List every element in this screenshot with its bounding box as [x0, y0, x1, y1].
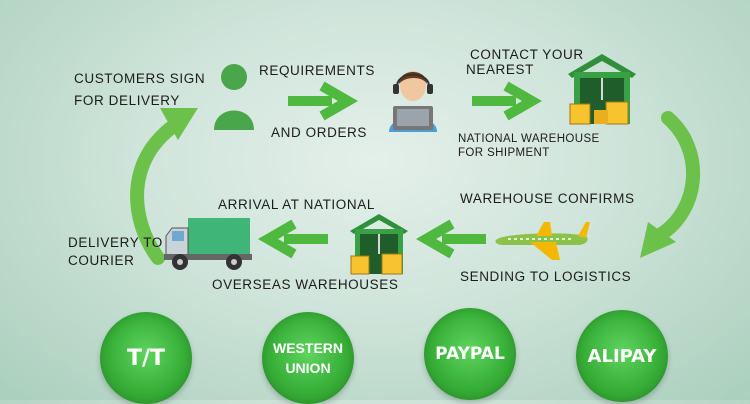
arrival-label: ARRIVAL AT NATIONAL [218, 197, 375, 212]
warehouse-icon [568, 54, 636, 125]
national-warehouse-line1: NATIONAL WAREHOUSE [458, 133, 600, 145]
contact-label: CONTACT YOUR NEAREST [466, 46, 584, 79]
delivery-line1: DELIVERY TO [68, 235, 163, 250]
curved-arrow-up-head [160, 108, 198, 140]
sending-to-logistics-label: SENDING TO LOGISTICS [460, 269, 632, 284]
payment-western-union-badge: WESTERN UNION [262, 312, 354, 404]
customers-sign-label: CUSTOMERS SIGN FOR DELIVERY [74, 70, 205, 110]
payment-western-label: WESTERN [273, 340, 343, 356]
overseas-label: OVERSEAS WAREHOUSES [212, 277, 399, 292]
user-icon [214, 64, 254, 130]
payment-alipay-badge: ALIPAY [576, 310, 668, 402]
payment-paypal-label: PAYPAL [435, 344, 505, 364]
customers-sign-line1: CUSTOMERS SIGN [74, 71, 206, 86]
and-orders-label: AND ORDERS [271, 125, 368, 140]
payment-tt-label: T/T [126, 345, 166, 371]
arrow-left-icon [257, 219, 328, 259]
delivery-label: DELIVERY TO COURIER [68, 234, 163, 270]
national-warehouse-line2: FOR SHIPMENT [458, 147, 550, 159]
truck-icon [164, 218, 252, 270]
curved-arrow-down [653, 111, 701, 242]
requirements-label: REQUIREMENTS [259, 63, 375, 78]
delivery-line2: COURIER [68, 253, 135, 268]
payment-tt-badge: T/T [100, 312, 192, 404]
warehouse-confirms-label: WAREHOUSE CONFIRMS [460, 191, 635, 206]
payment-paypal-badge: PAYPAL [424, 308, 516, 400]
warehouse-icon [350, 214, 408, 275]
payment-alipay-label: ALIPAY [587, 345, 657, 367]
curved-arrow-up [130, 118, 182, 265]
arrow-right-icon [288, 81, 359, 121]
customers-sign-line2: FOR DELIVERY [74, 93, 180, 108]
airplane-icon [495, 222, 590, 260]
curved-arrow-down-head [640, 222, 676, 258]
national-warehouse-label: NATIONAL WAREHOUSE FOR SHIPMENT [458, 132, 600, 160]
payment-union-label: UNION [285, 360, 331, 376]
contact-line2: NEAREST [466, 62, 534, 77]
arrow-left-icon [415, 219, 486, 259]
contact-line1: CONTACT YOUR [470, 47, 584, 62]
support-agent-icon [389, 71, 437, 132]
arrow-right-icon [472, 81, 543, 121]
